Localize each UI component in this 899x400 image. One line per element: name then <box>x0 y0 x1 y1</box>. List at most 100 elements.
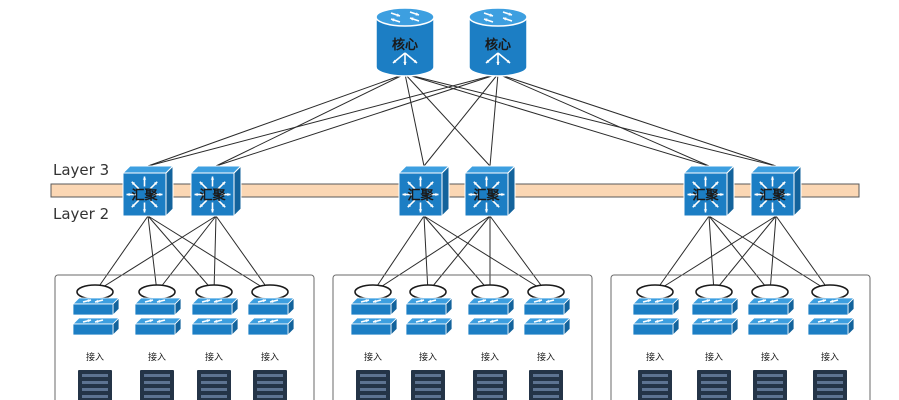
access-front-face <box>632 323 674 336</box>
stack-ring <box>811 284 849 300</box>
agg-access-link <box>94 215 217 293</box>
arrow-head <box>687 192 691 197</box>
server-body <box>253 370 287 400</box>
arrow-head <box>210 209 215 213</box>
pod-container-1 <box>54 274 315 400</box>
server-slot <box>201 381 227 384</box>
access-front-face <box>191 303 233 316</box>
arrow-head <box>692 181 697 186</box>
arrow-head <box>655 319 659 323</box>
stack-ring <box>354 284 392 300</box>
access-label: 接入 <box>364 351 382 363</box>
connection-lines <box>94 73 831 293</box>
aggregation-label: 汇聚 <box>199 189 226 204</box>
arrow-head <box>157 319 161 323</box>
arrow-head <box>770 176 775 180</box>
arrow-head <box>770 319 774 323</box>
access-front-face <box>747 323 789 336</box>
agg-access-link <box>215 215 271 293</box>
stack-ring <box>138 284 176 300</box>
server-body <box>529 370 563 400</box>
server-slot <box>360 374 386 377</box>
arrow-head <box>149 299 153 303</box>
agg-access-link <box>427 215 491 293</box>
arrow-head <box>770 299 774 303</box>
server-slot <box>201 395 227 398</box>
server-icon <box>753 370 787 400</box>
arrow-head <box>206 299 210 303</box>
arrow-head <box>142 209 147 213</box>
arrow-head <box>210 176 215 180</box>
access-switch-icon <box>523 297 571 336</box>
arrow-head <box>714 203 719 208</box>
arrow-head <box>214 319 218 323</box>
agg-access-link <box>708 215 715 293</box>
layer-boundary-band <box>50 183 860 198</box>
arrow-head <box>692 203 697 208</box>
aggregation-switch-icon: 汇聚 <box>121 164 175 218</box>
arrow-head <box>87 319 91 323</box>
arrow-head <box>781 181 786 186</box>
agg-top-face <box>121 165 175 174</box>
server-slot <box>642 374 668 377</box>
arrow-head <box>95 299 99 303</box>
server-slot <box>817 374 843 377</box>
server-body <box>753 370 787 400</box>
agg-access-link <box>94 215 149 293</box>
core-agg-link <box>423 73 499 167</box>
core-agg-link <box>404 73 710 167</box>
agg-side-face <box>793 164 802 218</box>
core-top <box>468 7 528 27</box>
agg-top-face <box>749 165 803 174</box>
server-slot <box>701 388 727 391</box>
access-switch-icon <box>405 297 453 336</box>
arrow-head <box>365 319 369 323</box>
access-front-face <box>807 303 849 316</box>
agg-top-face <box>463 165 517 174</box>
agg-access-link <box>372 215 425 293</box>
server-icon <box>813 370 847 400</box>
server-slot <box>477 395 503 398</box>
access-label: 接入 <box>205 351 223 363</box>
arrow-head <box>420 299 424 303</box>
access-front-face <box>523 323 565 336</box>
arrow-head <box>227 192 231 197</box>
server-icon <box>697 370 731 400</box>
arrow-head <box>373 319 377 323</box>
arrow-head <box>415 12 419 16</box>
arrow-head <box>418 176 423 180</box>
server-body <box>813 370 847 400</box>
server-slot <box>817 388 843 391</box>
core-agg-link <box>147 73 406 167</box>
agg-access-link <box>372 215 491 293</box>
agg-access-link <box>654 215 710 293</box>
server-slot <box>82 388 108 391</box>
access-front-face <box>350 303 392 316</box>
access-label: 接入 <box>761 351 779 363</box>
access-front-face <box>632 303 674 316</box>
access-label: 接入 <box>537 351 555 363</box>
server-icon <box>638 370 672 400</box>
arrow-head <box>153 203 158 208</box>
server-slot <box>533 395 559 398</box>
arrow-head <box>538 319 542 323</box>
server-slot <box>415 374 441 377</box>
access-front-face <box>523 303 565 316</box>
arrow-head <box>95 319 99 323</box>
arrow-head <box>714 181 719 186</box>
server-body <box>411 370 445 400</box>
stack-ring <box>695 284 733 300</box>
server-slot <box>701 381 727 384</box>
arrow-head <box>428 319 432 323</box>
arrow-head <box>484 176 489 180</box>
access-front-face <box>350 323 392 336</box>
agg-access-link <box>147 215 271 293</box>
server-body <box>356 370 390 400</box>
server-slot <box>757 374 783 377</box>
server-icon <box>529 370 563 400</box>
arrow-head <box>714 299 718 303</box>
core-agg-link <box>404 73 777 167</box>
server-body <box>473 370 507 400</box>
arrow-head <box>503 17 507 21</box>
server-slot <box>144 381 170 384</box>
